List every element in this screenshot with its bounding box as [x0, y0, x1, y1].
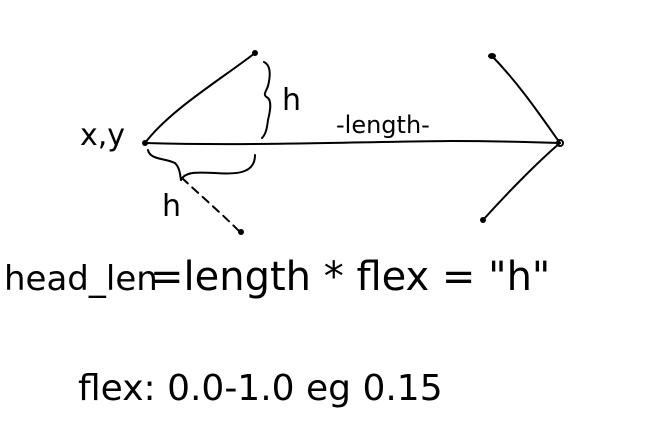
upper-brace [261, 61, 272, 139]
origin-label: x,y [80, 118, 125, 153]
tip-point [556, 139, 564, 147]
flex-note: flex: 0.0-1.0 eg 0.15 [78, 368, 443, 409]
right-head-lower-line [482, 142, 561, 221]
left-head-lower-line-dashed [181, 177, 241, 233]
right-head-upper-point [488, 53, 496, 59]
left-head-lower-point [238, 229, 244, 235]
lower-h-label: h [162, 189, 181, 224]
origin-point [142, 140, 148, 146]
arrow-shaft [144, 140, 561, 146]
formula-rhs: =length * flex = "h" [150, 254, 550, 300]
lower-brace [147, 149, 256, 181]
left-head-upper-line [144, 52, 256, 144]
right-head-upper-line [491, 55, 561, 144]
right-head-lower-point [480, 217, 486, 223]
left-head-upper-point [252, 50, 258, 56]
formula-lhs: head_len [4, 259, 158, 299]
length-label: -length- [336, 111, 430, 139]
upper-h-label: h [282, 83, 301, 118]
